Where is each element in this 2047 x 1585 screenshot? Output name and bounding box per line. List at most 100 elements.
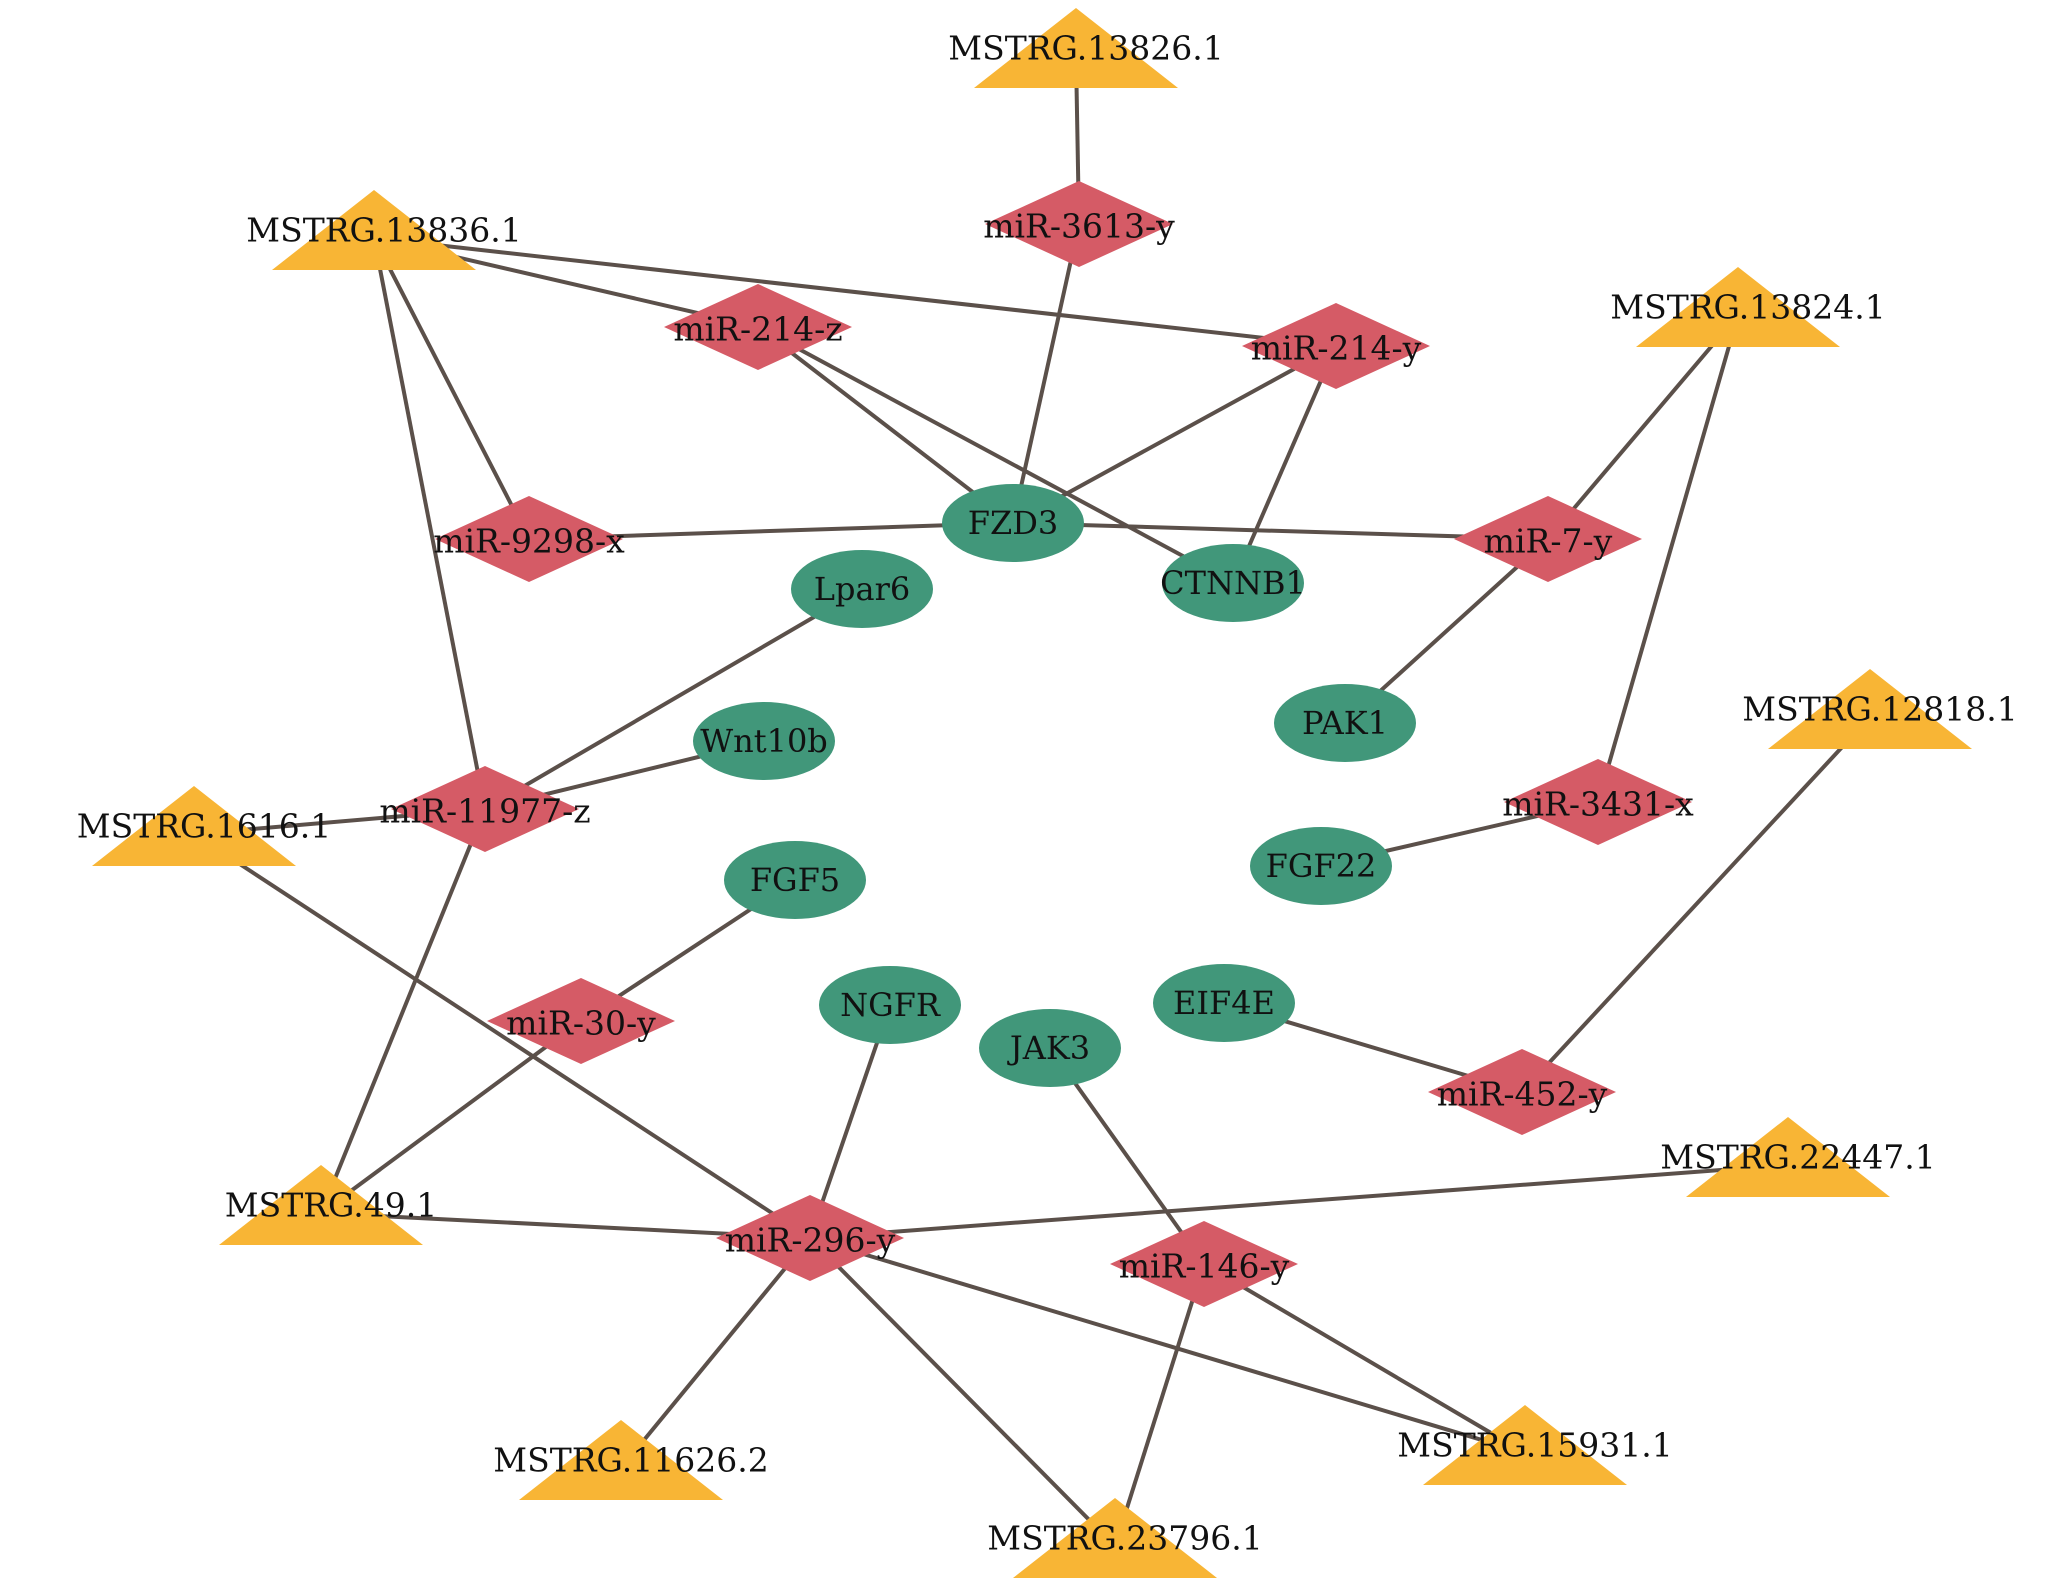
edge-mir-3613-y-to-fzd3 xyxy=(1011,223,1081,524)
node-label: miR-214-y xyxy=(1251,329,1422,368)
node-mstrg-49-1[interactable]: MSTRG.49.1 xyxy=(219,1165,437,1245)
node-label: MSTRG.15931.1 xyxy=(1397,1426,1672,1465)
node-ctnnb1[interactable]: CTNNB1 xyxy=(1160,544,1306,622)
lncrna-triangle-shape xyxy=(1768,669,1972,749)
node-label: CTNNB1 xyxy=(1160,564,1306,602)
edge-mir-11977-z-to-mstrg-49-1 xyxy=(319,808,487,1214)
node-mir-296-y[interactable]: miR-296-y xyxy=(716,1195,904,1281)
node-lpar6[interactable]: Lpar6 xyxy=(791,550,933,628)
node-label: MSTRG.11626.2 xyxy=(493,1441,768,1480)
node-mir-30-y[interactable]: miR-30-y xyxy=(487,978,675,1064)
mirna-diamond-shape xyxy=(487,978,675,1064)
node-label: MSTRG.23796.1 xyxy=(987,1519,1262,1558)
edges-layer xyxy=(192,55,1872,1548)
mrna-ellipse-shape xyxy=(724,841,866,919)
node-mstrg-13826-1[interactable]: MSTRG.13826.1 xyxy=(948,8,1224,88)
lncrna-triangle-shape xyxy=(519,1420,723,1500)
node-label: JAK3 xyxy=(1007,1029,1090,1067)
mirna-diamond-shape xyxy=(716,1195,904,1281)
node-label: miR-214-z xyxy=(673,310,842,349)
mrna-ellipse-shape xyxy=(1162,544,1304,622)
mirna-diamond-shape xyxy=(664,284,852,370)
edge-mir-146-y-to-mstrg-15931-1 xyxy=(1202,1262,1527,1455)
node-label: miR-452-y xyxy=(1437,1075,1608,1114)
node-mstrg-23796-1[interactable]: MSTRG.23796.1 xyxy=(987,1498,1263,1578)
node-mstrg-22447-1[interactable]: MSTRG.22447.1 xyxy=(1660,1117,1936,1197)
node-pak1[interactable]: PAK1 xyxy=(1274,684,1416,762)
node-label: FZD3 xyxy=(968,504,1058,542)
node-fgf5[interactable]: FGF5 xyxy=(724,841,866,919)
node-label: miR-30-y xyxy=(506,1004,656,1043)
node-mstrg-1616-1[interactable]: MSTRG.1616.1 xyxy=(77,786,331,866)
node-mir-7-y[interactable]: miR-7-y xyxy=(1454,496,1642,582)
mirna-diamond-shape xyxy=(1110,1221,1298,1307)
node-eif4e[interactable]: EIF4E xyxy=(1153,964,1295,1042)
edge-mir-214-y-to-ctnnb1 xyxy=(1231,345,1338,584)
node-mir-3613-y[interactable]: miR-3613-y xyxy=(983,181,1175,267)
node-label: MSTRG.49.1 xyxy=(225,1186,437,1225)
lncrna-triangle-shape xyxy=(974,8,1178,88)
node-label: NGFR xyxy=(840,986,941,1024)
node-mstrg-12818-1[interactable]: MSTRG.12818.1 xyxy=(1742,669,2018,749)
node-mstrg-13824-1[interactable]: MSTRG.13824.1 xyxy=(1610,267,1886,347)
edge-mir-214-z-to-fzd3 xyxy=(756,325,1015,525)
mrna-ellipse-shape xyxy=(1153,964,1295,1042)
mirna-diamond-shape xyxy=(1504,759,1692,845)
node-label: MSTRG.1616.1 xyxy=(77,807,331,846)
lncrna-triangle-shape xyxy=(219,1165,423,1245)
edge-ngfr-to-mir-296-y xyxy=(808,1004,892,1239)
mirna-diamond-shape xyxy=(391,766,579,852)
edge-mstrg-1616-1-to-mir-296-y xyxy=(192,832,812,1240)
mrna-ellipse-shape xyxy=(942,484,1084,562)
node-label: MSTRG.13824.1 xyxy=(1610,288,1885,327)
mirna-diamond-shape xyxy=(1428,1049,1616,1135)
edge-mir-214-y-to-fzd3 xyxy=(1012,344,1337,525)
edge-mir-146-y-to-mstrg-23796-1 xyxy=(1113,1263,1206,1547)
node-mstrg-13836-1[interactable]: MSTRG.13836.1 xyxy=(246,190,522,270)
node-mir-452-y[interactable]: miR-452-y xyxy=(1428,1049,1616,1135)
node-label: Lpar6 xyxy=(814,570,910,608)
node-fgf22[interactable]: FGF22 xyxy=(1250,827,1392,905)
mrna-ellipse-shape xyxy=(791,550,933,628)
edge-mstrg-13836-1-to-mir-214-y xyxy=(373,236,1337,348)
edge-mstrg-13824-1-to-mir-7-y xyxy=(1546,313,1740,541)
node-label: FGF22 xyxy=(1266,847,1377,885)
node-mir-146-y[interactable]: miR-146-y xyxy=(1110,1221,1298,1307)
node-mstrg-15931-1[interactable]: MSTRG.15931.1 xyxy=(1397,1405,1673,1485)
mrna-ellipse-shape xyxy=(693,702,835,780)
node-label: miR-7-y xyxy=(1484,522,1613,561)
node-wnt10b[interactable]: Wnt10b xyxy=(693,702,835,780)
edge-mstrg-13836-1-to-mir-11977-z xyxy=(372,237,487,810)
node-label: MSTRG.13826.1 xyxy=(948,29,1223,68)
node-label: miR-146-y xyxy=(1119,1247,1290,1286)
lncrna-triangle-shape xyxy=(1636,267,1840,347)
mrna-ellipse-shape xyxy=(1250,827,1392,905)
node-mir-214-y[interactable]: miR-214-y xyxy=(1242,303,1430,389)
node-mstrg-11626-2[interactable]: MSTRG.11626.2 xyxy=(493,1420,769,1500)
mrna-ellipse-shape xyxy=(979,1009,1121,1087)
node-label: MSTRG.12818.1 xyxy=(1742,690,2017,729)
node-label: EIF4E xyxy=(1173,984,1275,1022)
mirna-diamond-shape xyxy=(1242,303,1430,389)
edge-mir-214-z-to-ctnnb1 xyxy=(757,325,1234,585)
node-ngfr[interactable]: NGFR xyxy=(819,966,961,1044)
mirna-diamond-shape xyxy=(1454,496,1642,582)
edge-mstrg-13824-1-to-mir-3431-x xyxy=(1596,314,1740,803)
node-label: miR-296-y xyxy=(725,1221,896,1260)
node-label: Wnt10b xyxy=(700,722,828,760)
edge-mir-296-y-to-mstrg-15931-1 xyxy=(809,1236,1526,1455)
node-mir-11977-z[interactable]: miR-11977-z xyxy=(379,766,591,852)
node-label: miR-3613-y xyxy=(983,207,1175,246)
node-label: PAK1 xyxy=(1302,704,1388,742)
mirna-diamond-shape xyxy=(985,181,1173,267)
nodes-layer: MSTRG.13826.1MSTRG.13836.1MSTRG.13824.1M… xyxy=(77,8,2018,1578)
node-mir-214-z[interactable]: miR-214-z xyxy=(664,284,852,370)
edge-fzd3-to-mir-7-y xyxy=(1012,521,1549,541)
node-mir-3431-x[interactable]: miR-3431-x xyxy=(1502,759,1694,845)
lncrna-triangle-shape xyxy=(92,786,296,866)
node-fzd3[interactable]: FZD3 xyxy=(942,484,1084,562)
node-label: miR-11977-z xyxy=(379,792,590,831)
node-jak3[interactable]: JAK3 xyxy=(979,1009,1121,1087)
mrna-ellipse-shape xyxy=(1274,684,1416,762)
node-mir-9298-x[interactable]: miR-9298-x xyxy=(433,496,625,582)
